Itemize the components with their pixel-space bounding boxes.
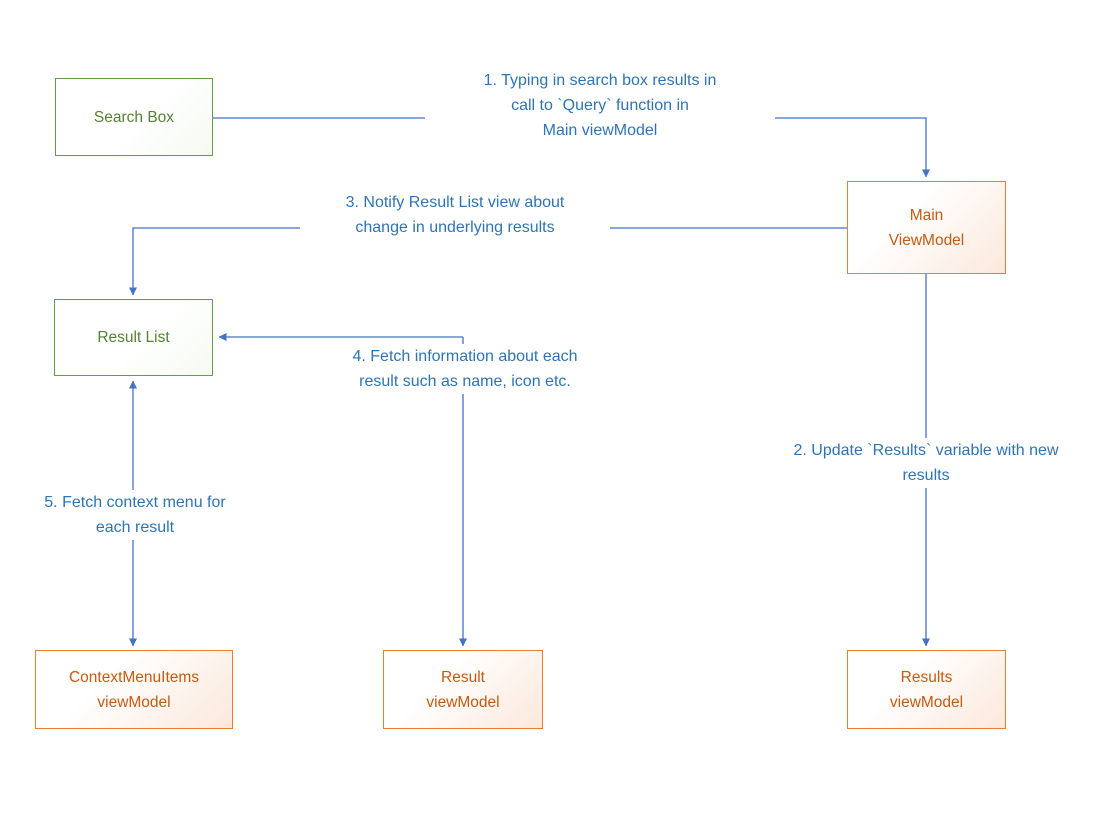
- node-result-viewmodel: Result viewModel: [383, 650, 543, 729]
- node-results-viewmodel-label: Results viewModel: [889, 668, 964, 711]
- annotation-step2: 2. Update `Results` variable with new re…: [751, 438, 1101, 488]
- node-result-list: Result List: [54, 299, 213, 376]
- node-search-box: Search Box: [55, 78, 213, 156]
- node-contextmenuitems-viewmodel-label: ContextMenuItems viewModel: [68, 668, 200, 711]
- node-contextmenuitems-viewmodel: ContextMenuItems viewModel: [35, 650, 233, 729]
- node-results-viewmodel: Results viewModel: [847, 650, 1006, 729]
- annotation-step4: 4. Fetch information about each result s…: [310, 344, 620, 394]
- node-main-viewmodel: Main ViewModel: [847, 181, 1006, 274]
- node-result-viewmodel-label: Result viewModel: [426, 668, 500, 711]
- node-result-list-label: Result List: [97, 329, 170, 346]
- node-search-box-label: Search Box: [93, 108, 175, 126]
- annotation-step3: 3. Notify Result List view about change …: [300, 190, 610, 240]
- annotation-step1: 1. Typing in search box results in call …: [425, 68, 775, 143]
- node-main-viewmodel-label: Main ViewModel: [888, 206, 965, 249]
- annotation-step5: 5. Fetch context menu for each result: [10, 490, 260, 540]
